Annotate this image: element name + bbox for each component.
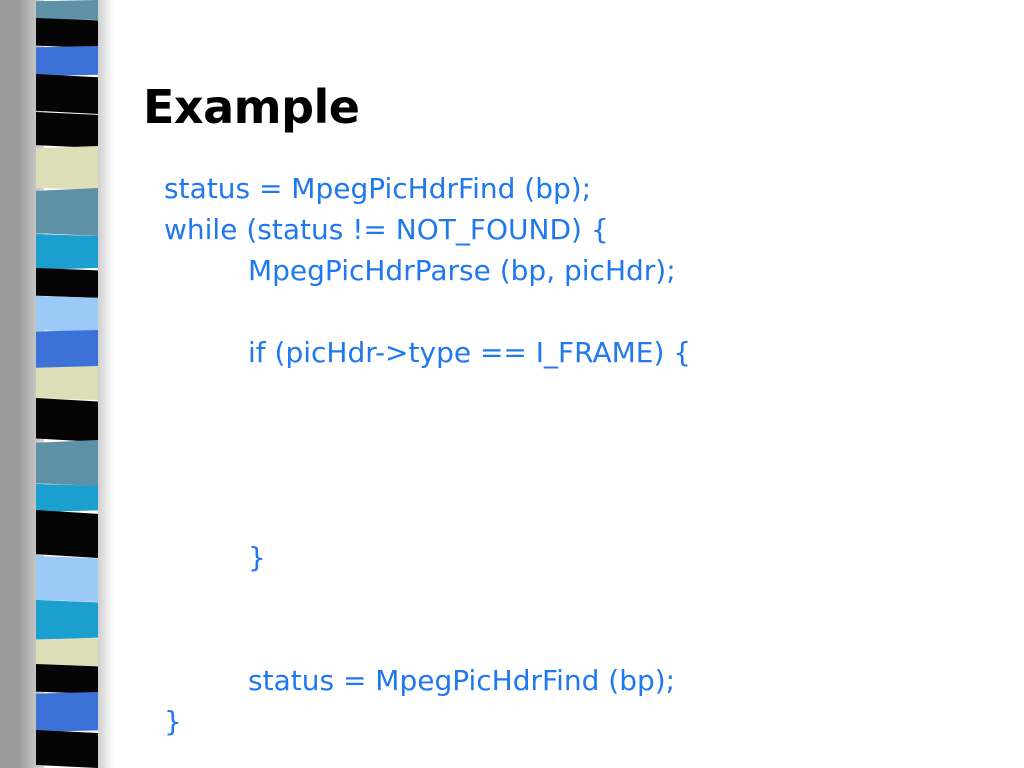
ribbon-segment: [36, 730, 98, 768]
code-line: }: [164, 705, 182, 738]
ribbon-segment: [36, 510, 98, 558]
ribbon-segment: [36, 484, 98, 512]
ribbon-segment: [36, 330, 98, 368]
ribbon-segment: [36, 0, 98, 20]
ribbon-segment: [36, 600, 98, 640]
code-blank-line: [164, 578, 964, 619]
ribbon-segment: [36, 46, 98, 76]
ribbon-segment: [36, 188, 98, 236]
code-blank-line: [164, 496, 964, 537]
code-line: while (status != NOT_FOUND) {: [164, 213, 609, 246]
code-block: status = MpegPicHdrFind (bp); while (stat…: [164, 168, 964, 742]
ribbon-segment: [36, 638, 98, 666]
code-line: if (picHdr->type == I_FRAME) {: [248, 336, 692, 369]
ribbon-segment: [36, 18, 98, 48]
code-blank-line: [164, 414, 964, 455]
code-blank-line: [164, 373, 964, 414]
ribbon-segment: [36, 398, 98, 442]
ribbon-segment: [36, 440, 98, 486]
code-line: MpegPicHdrParse (bp, picHdr);: [248, 254, 676, 287]
ribbon-segment: [36, 268, 98, 298]
left-gray-band: [0, 0, 44, 768]
code-blank-line: [164, 619, 964, 660]
slide-title: Example: [143, 80, 360, 134]
code-line: status = MpegPicHdrFind (bp);: [164, 172, 592, 205]
patterned-ribbon-icon: [36, 0, 102, 768]
ribbon-segment: [36, 112, 98, 148]
code-line: status = MpegPicHdrFind (bp);: [248, 664, 676, 697]
code-line: }: [248, 541, 266, 574]
ribbon-segment: [36, 664, 98, 694]
ribbon-segment: [36, 296, 98, 332]
ribbon-segment: [36, 366, 98, 400]
ribbon-segment: [36, 234, 98, 270]
ribbon-segment: [36, 74, 98, 114]
ribbon-segment: [36, 692, 98, 732]
ribbon-shadow: [98, 0, 114, 768]
ribbon-segment: [36, 556, 98, 602]
code-blank-line: [164, 291, 964, 332]
ribbon-segment: [36, 146, 98, 190]
code-blank-line: [164, 455, 964, 496]
